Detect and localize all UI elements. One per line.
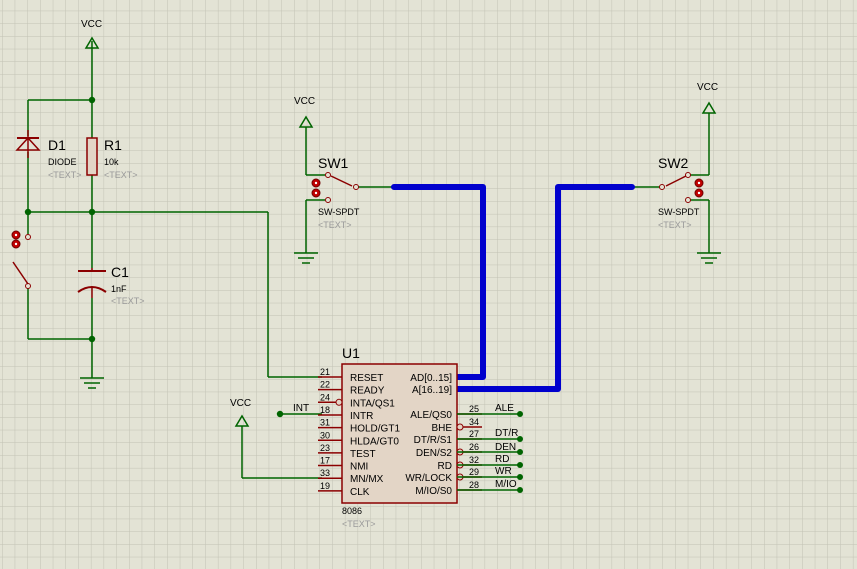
d1-value: DIODE: [48, 157, 77, 167]
u1-text: <TEXT>: [342, 519, 376, 529]
c1-ref: C1: [111, 264, 129, 280]
net-label-mio: M/IO: [495, 479, 517, 490]
u1-ref: U1: [342, 345, 360, 361]
pin-name: READY: [350, 386, 385, 397]
r1-text: <TEXT>: [104, 170, 138, 180]
pin-number: 17: [320, 456, 330, 466]
reset-button[interactable]: [11, 230, 31, 289]
net-label-ale: ALE: [495, 403, 514, 414]
ground-terminal-1[interactable]: [80, 377, 104, 389]
pin-number: 34: [469, 417, 479, 427]
switch-sw2[interactable]: SW2 SW-SPDT <TEXT>: [634, 113, 710, 253]
ground-terminal-2[interactable]: [294, 252, 318, 264]
switch-sw1[interactable]: SW1 SW-SPDT <TEXT>: [305, 127, 392, 253]
d1-text: <TEXT>: [48, 170, 82, 180]
pin-number: 32: [469, 455, 479, 465]
pin-name: INTA/QS1: [350, 398, 395, 409]
ground-terminal-3[interactable]: [697, 252, 721, 264]
pin-name: MN/MX: [350, 474, 384, 485]
r1-value: 10k: [104, 157, 119, 167]
pin-number: 21: [320, 367, 330, 377]
u1-value: 8086: [342, 506, 362, 516]
pin-name: DEN/S2: [416, 448, 453, 459]
u1-pin-bus0[interactable]: AD[0..15]: [410, 373, 452, 384]
bus-lines[interactable]: [391, 184, 635, 392]
pin-number: 30: [320, 430, 330, 440]
pin-number: 19: [320, 481, 330, 491]
pin-number: 22: [320, 380, 330, 390]
int-net[interactable]: INT: [280, 403, 322, 415]
vcc-terminal-4[interactable]: VCC: [230, 398, 322, 479]
pin-name: ALE/QS0: [410, 410, 452, 421]
pin-number: 18: [320, 405, 330, 415]
pin-name: AD[0..15]: [410, 373, 452, 384]
resistor-r1[interactable]: R1 10k <TEXT>: [86, 137, 138, 180]
net-label-den: DEN: [495, 442, 516, 453]
pin-name: HLDA/GT0: [350, 436, 399, 447]
u1-pin-bus1[interactable]: A[16..19]: [412, 385, 452, 396]
c1-value: 1nF: [111, 284, 127, 294]
pin-number: 28: [469, 480, 479, 490]
pin-name: RD: [438, 461, 452, 472]
pin-number: 24: [320, 392, 330, 402]
chip-u1[interactable]: U1 8086 <TEXT>: [341, 345, 458, 529]
pin-number: 29: [469, 467, 479, 477]
d1-ref: D1: [48, 137, 66, 153]
pin-name: WR/LOCK: [405, 473, 452, 484]
vcc-label: VCC: [230, 398, 251, 409]
pin-name: TEST: [350, 449, 376, 460]
vcc-label: VCC: [294, 96, 315, 107]
junction-dots: [24, 96, 284, 418]
vcc-label: VCC: [697, 82, 718, 93]
right-nets: ALE DT/R DEN RD WR M/IO: [457, 403, 523, 493]
pin-name: A[16..19]: [412, 385, 452, 396]
diode-d1[interactable]: D1 DIODE <TEXT>: [15, 130, 82, 180]
r1-ref: R1: [104, 137, 122, 153]
pin-name: DT/R/S1: [414, 435, 453, 446]
pin-name: HOLD/GT1: [350, 424, 400, 435]
pin-number: 31: [320, 418, 330, 428]
sw1-ref: SW1: [318, 155, 349, 171]
u1-left-pins: 21RESET22READY24INTA/QS118INTR31HOLD/GT1…: [318, 367, 400, 498]
net-label-int: INT: [293, 403, 309, 414]
sw1-value: SW-SPDT: [318, 207, 360, 217]
vcc-label: VCC: [81, 19, 102, 30]
pin-number: 23: [320, 443, 330, 453]
pin-number: 27: [469, 429, 479, 439]
pin-number: 25: [469, 404, 479, 414]
c1-text: <TEXT>: [111, 296, 145, 306]
pin-name: M/IO/S0: [415, 486, 452, 497]
sw2-value: SW-SPDT: [658, 207, 700, 217]
pin-number: 33: [320, 468, 330, 478]
pin-number: 26: [469, 442, 479, 452]
net-label-wr: WR: [495, 466, 512, 477]
pin-name: INTR: [350, 411, 373, 422]
pin-name: RESET: [350, 373, 383, 384]
vcc-terminal-2[interactable]: VCC: [294, 96, 315, 128]
vcc-terminal-1[interactable]: VCC: [81, 19, 102, 49]
pin-name: NMI: [350, 462, 368, 473]
capacitor-c1[interactable]: C1 1nF <TEXT>: [77, 264, 145, 306]
net-label-dtr: DT/R: [495, 428, 518, 439]
sw2-ref: SW2: [658, 155, 689, 171]
sw1-text: <TEXT>: [318, 220, 352, 230]
pin-name: CLK: [350, 487, 370, 498]
vcc-terminal-3[interactable]: VCC: [697, 82, 718, 114]
net-label-rd: RD: [495, 454, 509, 465]
sw2-text: <TEXT>: [658, 220, 692, 230]
pin-name: BHE: [431, 423, 452, 434]
